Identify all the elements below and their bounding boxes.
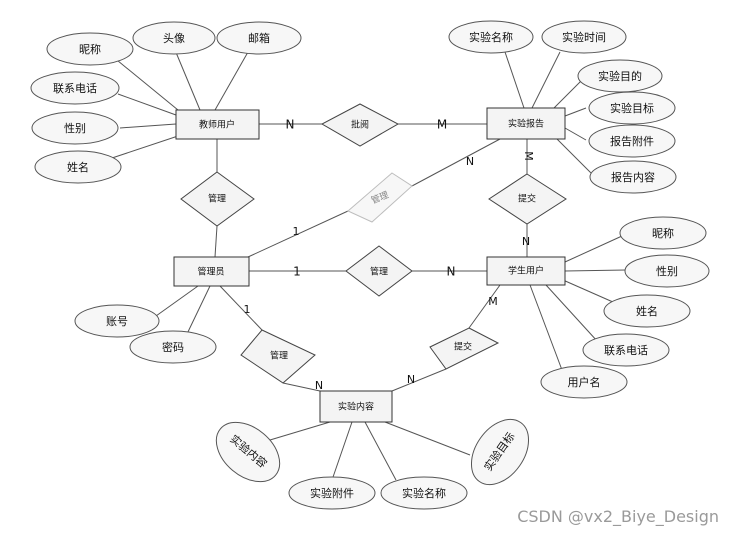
attribute-teacher-email-label: 邮箱 — [248, 31, 270, 45]
entity-experiment-content[interactable]: 实验内容 — [319, 390, 393, 423]
attribute-content-experiment-name[interactable]: 实验名称 — [380, 476, 468, 510]
attribute-student-name[interactable]: 姓名 — [603, 294, 691, 328]
attribute-report-attachment-label: 报告附件 — [610, 134, 654, 148]
attribute-teacher-email[interactable]: 邮箱 — [216, 21, 302, 55]
attribute-report-content[interactable]: 报告内容 — [589, 160, 677, 194]
cardinality-admin-manage-student: 1 — [293, 265, 301, 279]
relationship-manage-report[interactable]: 管理 — [347, 172, 413, 223]
attribute-teacher-avatar-label: 头像 — [163, 32, 185, 45]
attribute-report-experiment-name-label: 实验名称 — [469, 30, 513, 44]
relationship-submit-content[interactable]: 提交 — [429, 327, 500, 370]
cardinality-submit-student: N — [522, 234, 530, 247]
entity-teacher-user-label: 教师用户 — [199, 119, 235, 131]
cardinality-approve-report: M — [437, 118, 447, 132]
attribute-student-username[interactable]: 用户名 — [540, 365, 628, 399]
attribute-report-experiment-goal[interactable]: 实验目标 — [588, 91, 676, 125]
attribute-teacher-gender[interactable]: 性别 — [31, 111, 119, 145]
attribute-teacher-name[interactable]: 姓名 — [34, 150, 122, 184]
relationship-submit-content-label: 提交 — [454, 341, 472, 353]
relationship-manage-student-label: 管理 — [370, 266, 388, 278]
watermark-text: CSDN @vx2_Biye_Design — [517, 507, 719, 527]
entity-student-user[interactable]: 学生用户 — [486, 256, 566, 286]
attribute-report-experiment-time[interactable]: 实验时间 — [541, 20, 627, 54]
attribute-report-attachment[interactable]: 报告附件 — [588, 124, 676, 158]
attribute-student-phone[interactable]: 联系电话 — [582, 333, 670, 367]
relationship-submit-report[interactable]: 提交 — [488, 173, 567, 225]
attribute-report-experiment-goal-label: 实验目标 — [610, 101, 654, 115]
attribute-report-experiment-time-label: 实验时间 — [562, 30, 606, 44]
attribute-content-experiment-name-label: 实验名称 — [402, 486, 446, 500]
cardinality-content-submit: N — [407, 373, 415, 386]
cardinality-manage-student-student: N — [447, 265, 456, 279]
attribute-teacher-phone[interactable]: 联系电话 — [30, 71, 120, 105]
entity-admin-label: 管理员 — [197, 266, 224, 278]
attribute-admin-password-label: 密码 — [162, 340, 184, 354]
relationship-manage-content-label: 管理 — [270, 350, 288, 362]
attribute-content-experiment-goal[interactable]: 实验目标 — [460, 409, 541, 496]
attribute-content-attachment[interactable]: 实验附件 — [288, 476, 376, 510]
attribute-student-phone-label: 联系电话 — [604, 344, 648, 357]
cardinality-teacher-approve: N — [286, 118, 295, 132]
attribute-student-username-label: 用户名 — [568, 375, 601, 389]
relationship-manage-teacher-label: 管理 — [208, 193, 226, 205]
attribute-student-nickname[interactable]: 昵称 — [619, 216, 707, 250]
attribute-student-name-label: 姓名 — [636, 304, 658, 318]
attribute-student-gender-label: 性别 — [656, 264, 678, 278]
relationship-manage-student[interactable]: 管理 — [345, 245, 413, 297]
cardinality-manage-content-content: N — [315, 379, 323, 392]
attribute-admin-account[interactable]: 账号 — [74, 304, 160, 338]
cardinality-labels: N M M N 1 N 1 N 1 N N M — [244, 118, 536, 393]
attribute-teacher-phone-label: 联系电话 — [53, 82, 97, 95]
attribute-student-nickname-label: 昵称 — [652, 226, 674, 240]
attribute-report-experiment-purpose[interactable]: 实验目的 — [577, 59, 663, 93]
entity-experiment-report-label: 实验报告 — [508, 118, 544, 130]
entity-student-user-label: 学生用户 — [508, 265, 544, 277]
attribute-report-content-label: 报告内容 — [611, 170, 655, 184]
attribute-student-gender[interactable]: 性别 — [624, 254, 710, 288]
cardinality-manage-report-report: N — [466, 155, 474, 168]
entity-experiment-content-label: 实验内容 — [338, 401, 374, 413]
attribute-content-attachment-label: 实验附件 — [310, 486, 354, 500]
cardinality-admin-manage-content: 1 — [244, 303, 251, 316]
attribute-teacher-avatar[interactable]: 头像 — [132, 21, 216, 55]
relationship-submit-report-label: 提交 — [518, 193, 536, 205]
relationship-approve[interactable]: 批阅 — [320, 103, 400, 147]
attribute-teacher-nickname-label: 昵称 — [79, 42, 101, 56]
attribute-admin-account-label: 账号 — [106, 315, 128, 328]
entity-admin[interactable]: 管理员 — [173, 256, 250, 287]
relationship-manage-teacher[interactable]: 管理 — [180, 171, 255, 227]
attribute-admin-password[interactable]: 密码 — [129, 330, 217, 364]
entity-teacher-user[interactable]: 教师用户 — [175, 109, 260, 140]
cardinality-submit-content-student: M — [488, 295, 498, 308]
cardinality-report-submit: M — [522, 151, 535, 161]
attribute-report-experiment-name[interactable]: 实验名称 — [448, 20, 534, 54]
attribute-teacher-gender-label: 性别 — [64, 121, 86, 135]
attribute-teacher-nickname[interactable]: 昵称 — [46, 32, 134, 66]
entity-experiment-report[interactable]: 实验报告 — [486, 107, 566, 140]
attribute-teacher-name-label: 姓名 — [67, 160, 89, 174]
relationship-manage-content[interactable]: 管理 — [240, 329, 316, 384]
attribute-report-experiment-purpose-label: 实验目的 — [598, 69, 642, 83]
connector-lines — [111, 49, 627, 481]
attribute-content-experiment-content[interactable]: 实验内容 — [205, 410, 291, 493]
relationship-approve-label: 批阅 — [351, 119, 369, 131]
cardinality-admin-manage-report: 1 — [293, 225, 300, 238]
